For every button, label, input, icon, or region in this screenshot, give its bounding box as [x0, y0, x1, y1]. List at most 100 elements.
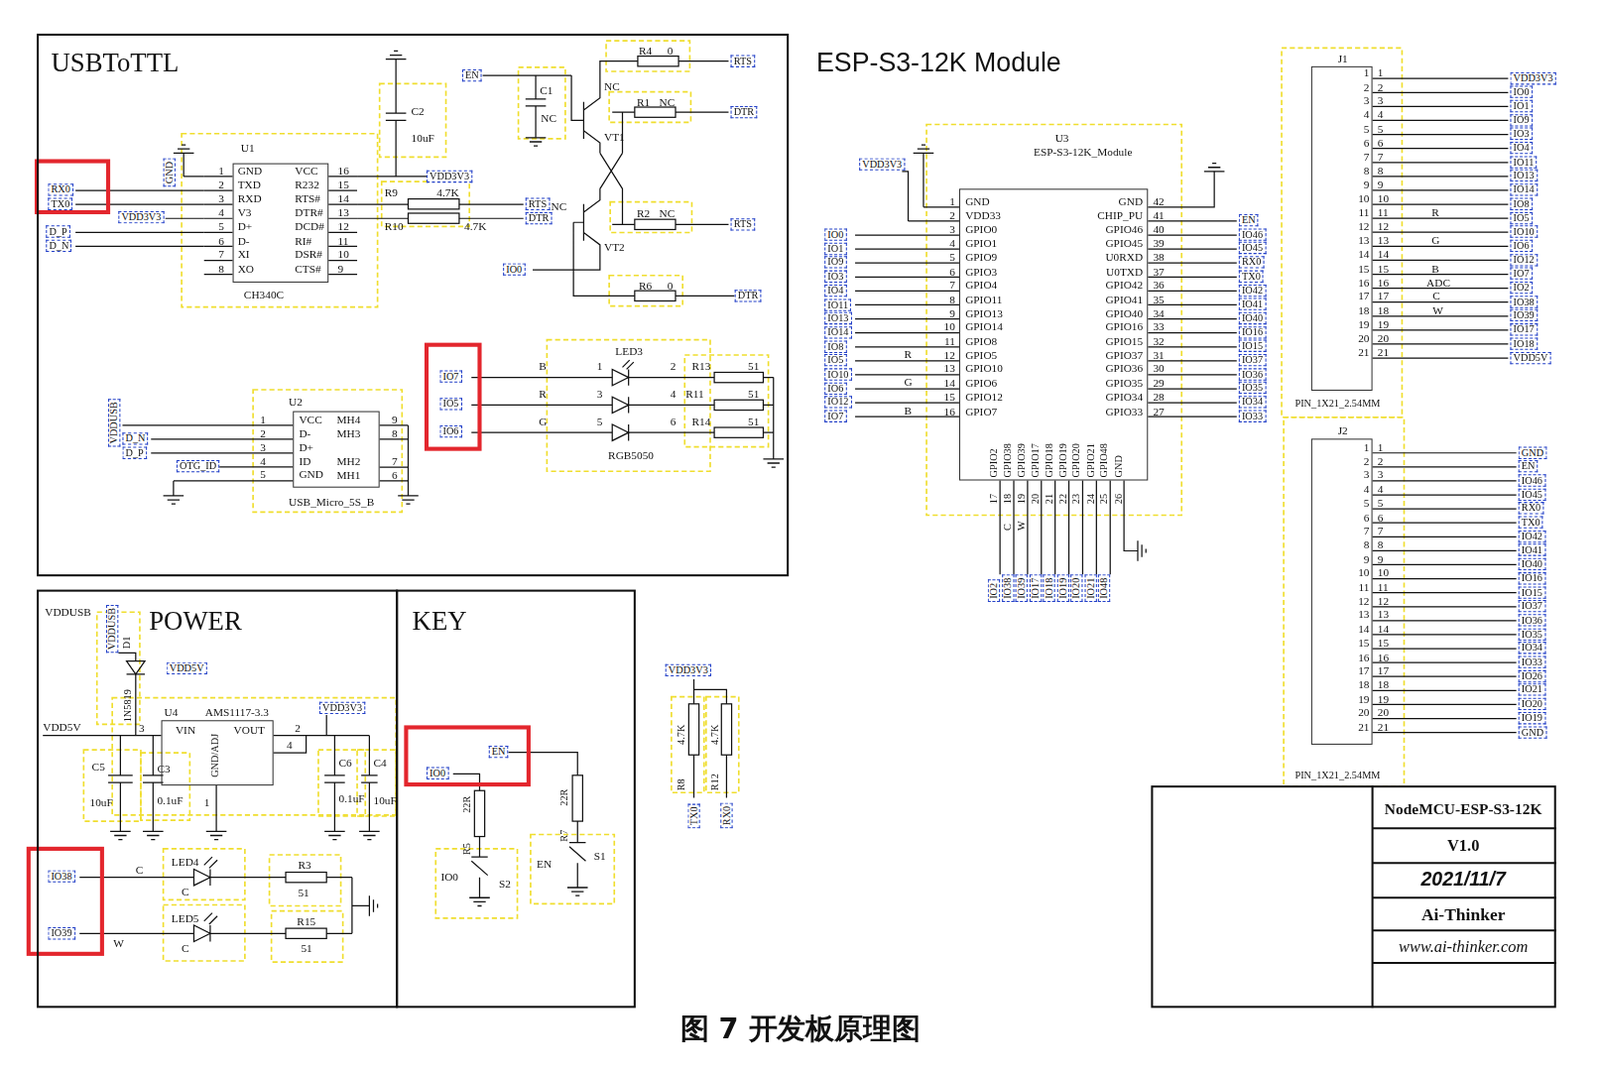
pin-name: GPIO20	[1070, 443, 1082, 478]
pin-number: 30	[1152, 363, 1164, 375]
net-label: RX0	[47, 183, 74, 196]
pin-number: 16	[1357, 650, 1369, 663]
pin-number: 7	[1363, 524, 1370, 537]
pin-number: 18	[1001, 493, 1013, 504]
pin-number: 9	[1377, 178, 1384, 191]
resistor-symbol	[721, 704, 732, 755]
net-label: IO9	[824, 256, 847, 269]
pin-number: 4	[670, 387, 677, 400]
pin-number: 2	[1377, 80, 1384, 93]
pin-name: GPIO5	[965, 348, 997, 361]
resistor-symbol	[285, 872, 327, 883]
pin-number: 7	[949, 278, 956, 291]
net-label: IO38	[1001, 575, 1014, 603]
pin-number: 2	[218, 178, 225, 191]
pin-name: R232	[294, 178, 320, 191]
pin-number: 14	[1377, 247, 1389, 260]
ground-symbols	[110, 50, 1225, 906]
pin-number: 10	[944, 320, 956, 333]
pin-number: 6	[1363, 510, 1370, 523]
figure-caption: 图 7 开发板原理图	[0, 1011, 1600, 1047]
pin-number: 17	[1357, 664, 1369, 677]
node-text: U1	[241, 141, 255, 154]
net-label: IO5	[439, 397, 462, 410]
pin-name: GPIO7	[965, 404, 997, 417]
pin-number: 39	[1152, 237, 1164, 249]
pin-number: 4	[1377, 483, 1384, 495]
component-label: C4	[373, 755, 387, 768]
pin-number: 3	[597, 387, 604, 400]
pin-number: 6	[218, 234, 225, 247]
net-label: IO6	[1509, 240, 1532, 252]
component-label: EN	[536, 858, 552, 870]
highlight-box	[426, 345, 480, 450]
component-label: 22R	[558, 789, 570, 807]
resistor-symbol	[407, 199, 459, 210]
component-label: 4.7K	[436, 185, 459, 198]
node-text: PIN_1X21_2.54MM	[1294, 397, 1380, 409]
ground-symbol	[163, 495, 185, 504]
pin-name: GPIO19	[1056, 443, 1068, 478]
net-label: IO17	[1028, 575, 1041, 603]
pin-number: 1	[1363, 66, 1370, 79]
pin-number: 16	[1357, 275, 1369, 288]
pin-number: 27	[1152, 404, 1164, 417]
net-label: IO5	[1509, 211, 1532, 224]
pin-number: 8	[1363, 164, 1370, 177]
component-label: R6	[638, 279, 652, 292]
pin-number: 10	[1377, 566, 1389, 579]
pin-name: XO	[238, 261, 254, 274]
net-label: IO1	[824, 243, 847, 255]
pin-name: GPIO35	[1105, 376, 1143, 389]
pin-number: 4	[1377, 108, 1384, 121]
component-label: R9	[384, 185, 398, 198]
pin-number: 7	[1363, 149, 1370, 162]
title-block: NodeMCU-ESP-S3-12KV1.02021/11/7Ai-Thinke…	[1150, 785, 1556, 1008]
pin-name: GPIO11	[965, 292, 1002, 305]
ground-symbol	[762, 459, 784, 468]
pin-number: 4	[1363, 483, 1370, 495]
pin-number: 11	[1377, 206, 1389, 219]
net-label: DTR	[731, 106, 758, 119]
net-label: IO7	[439, 369, 462, 382]
net-label: EN	[489, 745, 509, 758]
net-label: IO39	[47, 927, 75, 940]
pin-name: C	[1001, 523, 1013, 531]
group-outline	[706, 697, 739, 794]
pin-number: 13	[337, 206, 349, 219]
net-label: IO41	[1518, 544, 1546, 557]
diode-symbol	[126, 661, 146, 675]
pin-number: 17	[1357, 289, 1369, 302]
pin-number: 34	[1152, 306, 1164, 319]
pin-name: RI#	[294, 234, 312, 247]
pin-number: 11	[337, 234, 349, 247]
net-label: IO3	[824, 270, 847, 283]
pin-number: 2	[949, 209, 956, 222]
net-label: IO8	[1509, 197, 1532, 210]
net-label: RX0	[1238, 255, 1265, 268]
component-label: NC	[540, 112, 557, 124]
ground-symbol	[1204, 163, 1226, 172]
net-label: IO40	[1238, 312, 1266, 325]
resistor-symbol	[637, 56, 679, 67]
pin-name: GPIO6	[965, 376, 997, 389]
pin-name: VCC	[298, 413, 322, 426]
node-text: USB_Micro_5S_B	[288, 495, 374, 508]
pin-name: TXD	[238, 178, 261, 191]
net-label: IO5	[824, 354, 847, 367]
component-label: 22R	[461, 796, 473, 814]
ground-symbol	[142, 831, 164, 840]
net-label: IO34	[1238, 395, 1266, 408]
net-label: IO21	[1084, 575, 1097, 603]
component-label: C	[181, 941, 190, 954]
pin-name: GPIO2	[987, 448, 999, 478]
net-label: IO7	[824, 410, 847, 423]
net-label: IO9	[1509, 114, 1532, 126]
net-label: IO35	[1518, 627, 1546, 640]
node-text: U3	[1055, 131, 1070, 144]
component-label: LED5	[171, 912, 200, 925]
component-label: 10uF	[411, 131, 435, 144]
node-text: POWER	[148, 606, 243, 637]
component-label: R4	[638, 43, 652, 56]
